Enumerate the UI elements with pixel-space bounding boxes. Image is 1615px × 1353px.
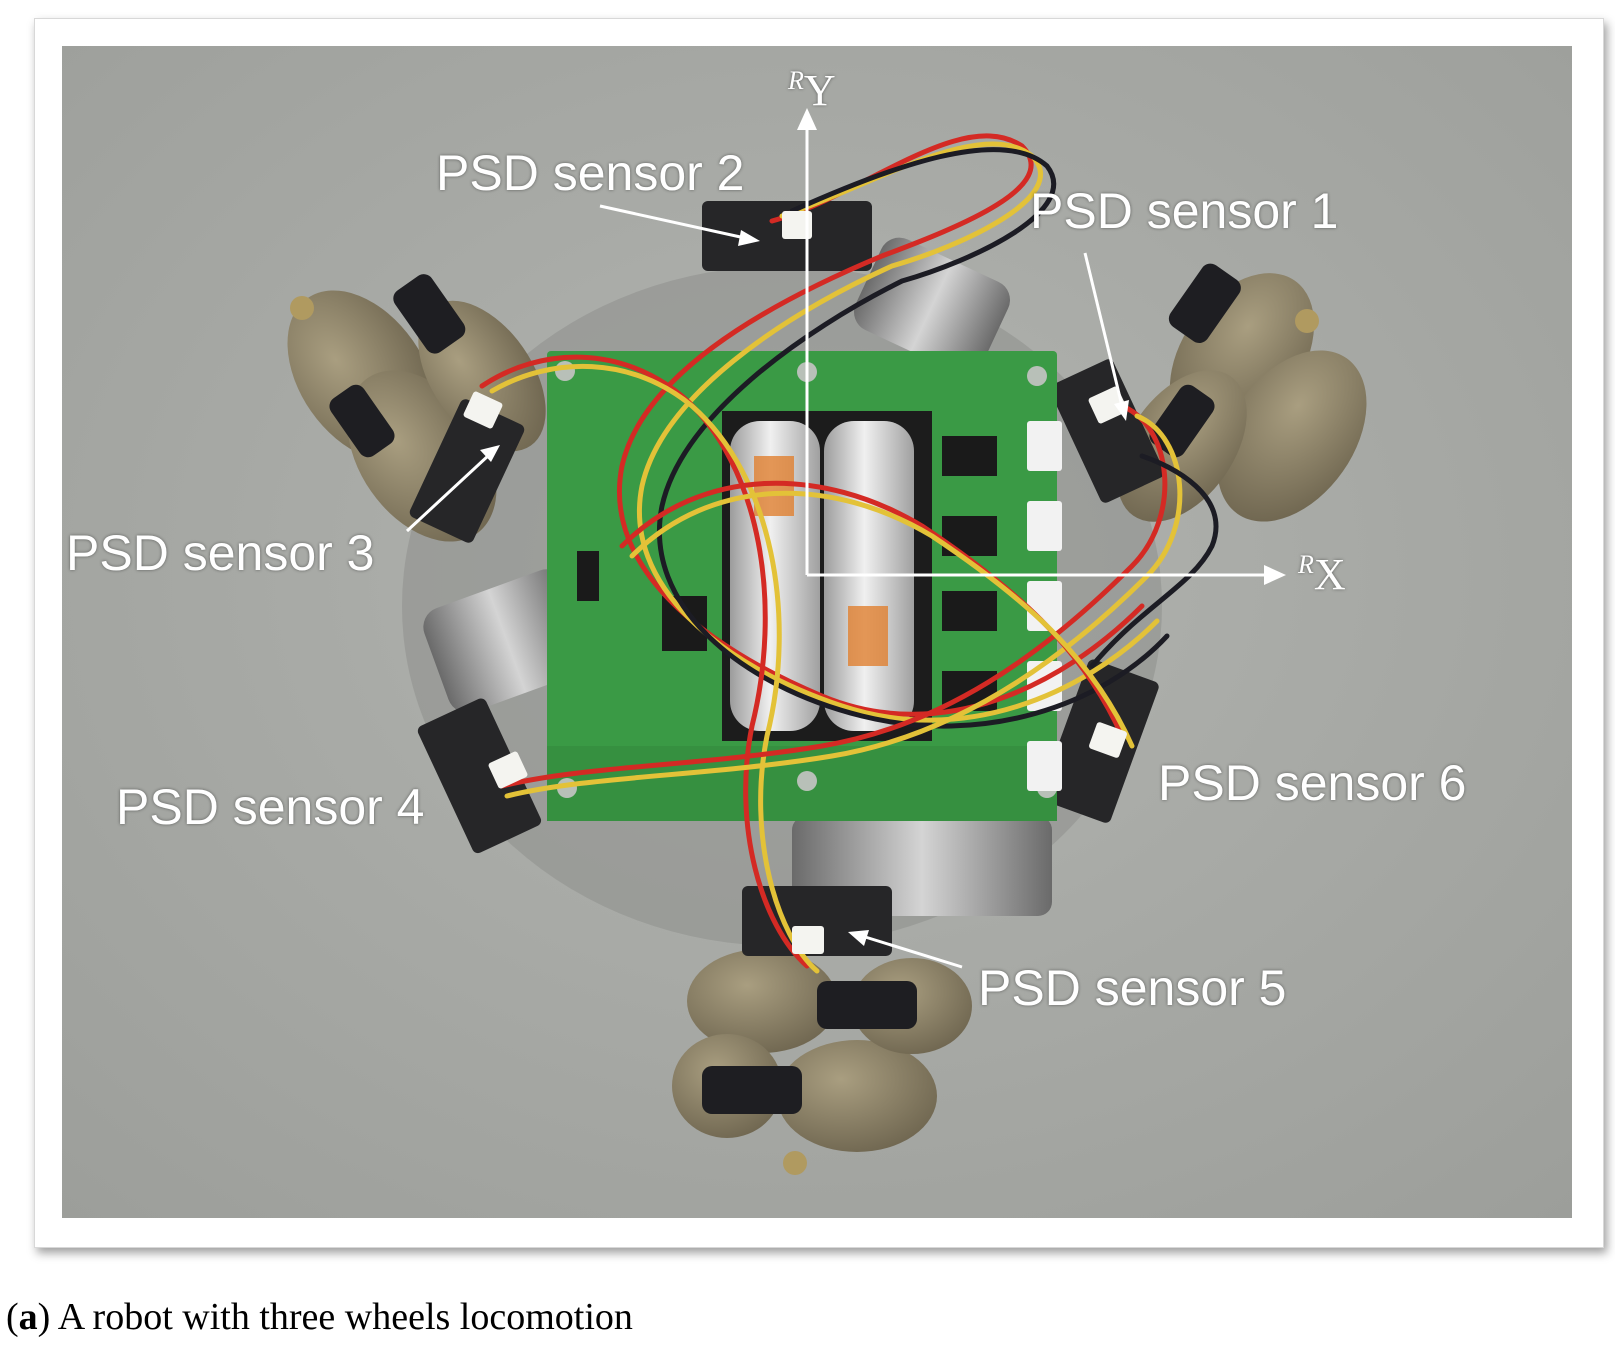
sensor-2-label: PSD sensor 2 xyxy=(436,145,745,201)
wheel-right xyxy=(1117,263,1367,522)
sensor-1-label: PSD sensor 1 xyxy=(1030,183,1339,239)
annotation-arrows xyxy=(405,204,1129,969)
sensor-connectors xyxy=(463,211,1128,954)
sensor-5-label: PSD sensor 5 xyxy=(978,960,1287,1016)
coordinate-axes xyxy=(797,108,1286,585)
caption-tag: a xyxy=(18,1296,38,1338)
wheel-bottom xyxy=(672,949,972,1175)
y-axis-label: RY xyxy=(788,66,836,115)
sensor-6-label: PSD sensor 6 xyxy=(1158,755,1467,811)
x-axis-label: RX xyxy=(1298,550,1346,599)
sensor-4-label: PSD sensor 4 xyxy=(116,779,425,835)
figure-caption: (a) A robot with three wheels locomotion xyxy=(6,1296,633,1338)
sensor-3-label: PSD sensor 3 xyxy=(66,525,375,581)
wires xyxy=(479,133,1219,974)
robot-photo xyxy=(62,46,1572,1218)
